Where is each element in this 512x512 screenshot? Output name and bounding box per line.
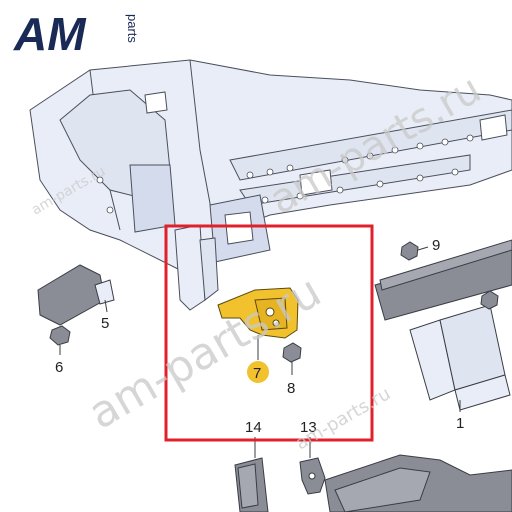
callout-13: 13: [300, 419, 317, 436]
callout-7: 7: [253, 365, 261, 382]
side-pillar: [174, 224, 219, 311]
callout-9: 9: [432, 237, 440, 254]
rear-trim-panel: [324, 454, 512, 512]
callout-1: 1: [456, 415, 464, 432]
part-9-bolt: [400, 241, 429, 261]
logo-text: AM: [13, 8, 87, 60]
part-6-nut: [49, 325, 71, 355]
callout-8: 8: [287, 380, 295, 397]
callout-labels: 1 5 6 7 8 9 13 14: [55, 237, 464, 436]
part-13-clip: [299, 457, 326, 495]
part-5-bracket: [37, 264, 115, 326]
part-14-trim: [234, 457, 269, 512]
highlight-box: [164, 224, 374, 442]
callout-14: 14: [245, 419, 262, 436]
part-1-bolt: [480, 290, 499, 310]
callout-5: 5: [101, 315, 109, 332]
part-7-bracket: [217, 287, 299, 339]
callout-6: 6: [55, 359, 63, 376]
part-8-nut: [282, 342, 302, 375]
part-1-crossmember: [374, 239, 512, 411]
panel-rivets: [96, 134, 474, 214]
rear-body-panel: [29, 59, 512, 271]
callout-7-highlight: [247, 361, 269, 383]
logo-suffix: parts: [125, 14, 140, 43]
brand-logo: AM parts: [13, 8, 140, 60]
